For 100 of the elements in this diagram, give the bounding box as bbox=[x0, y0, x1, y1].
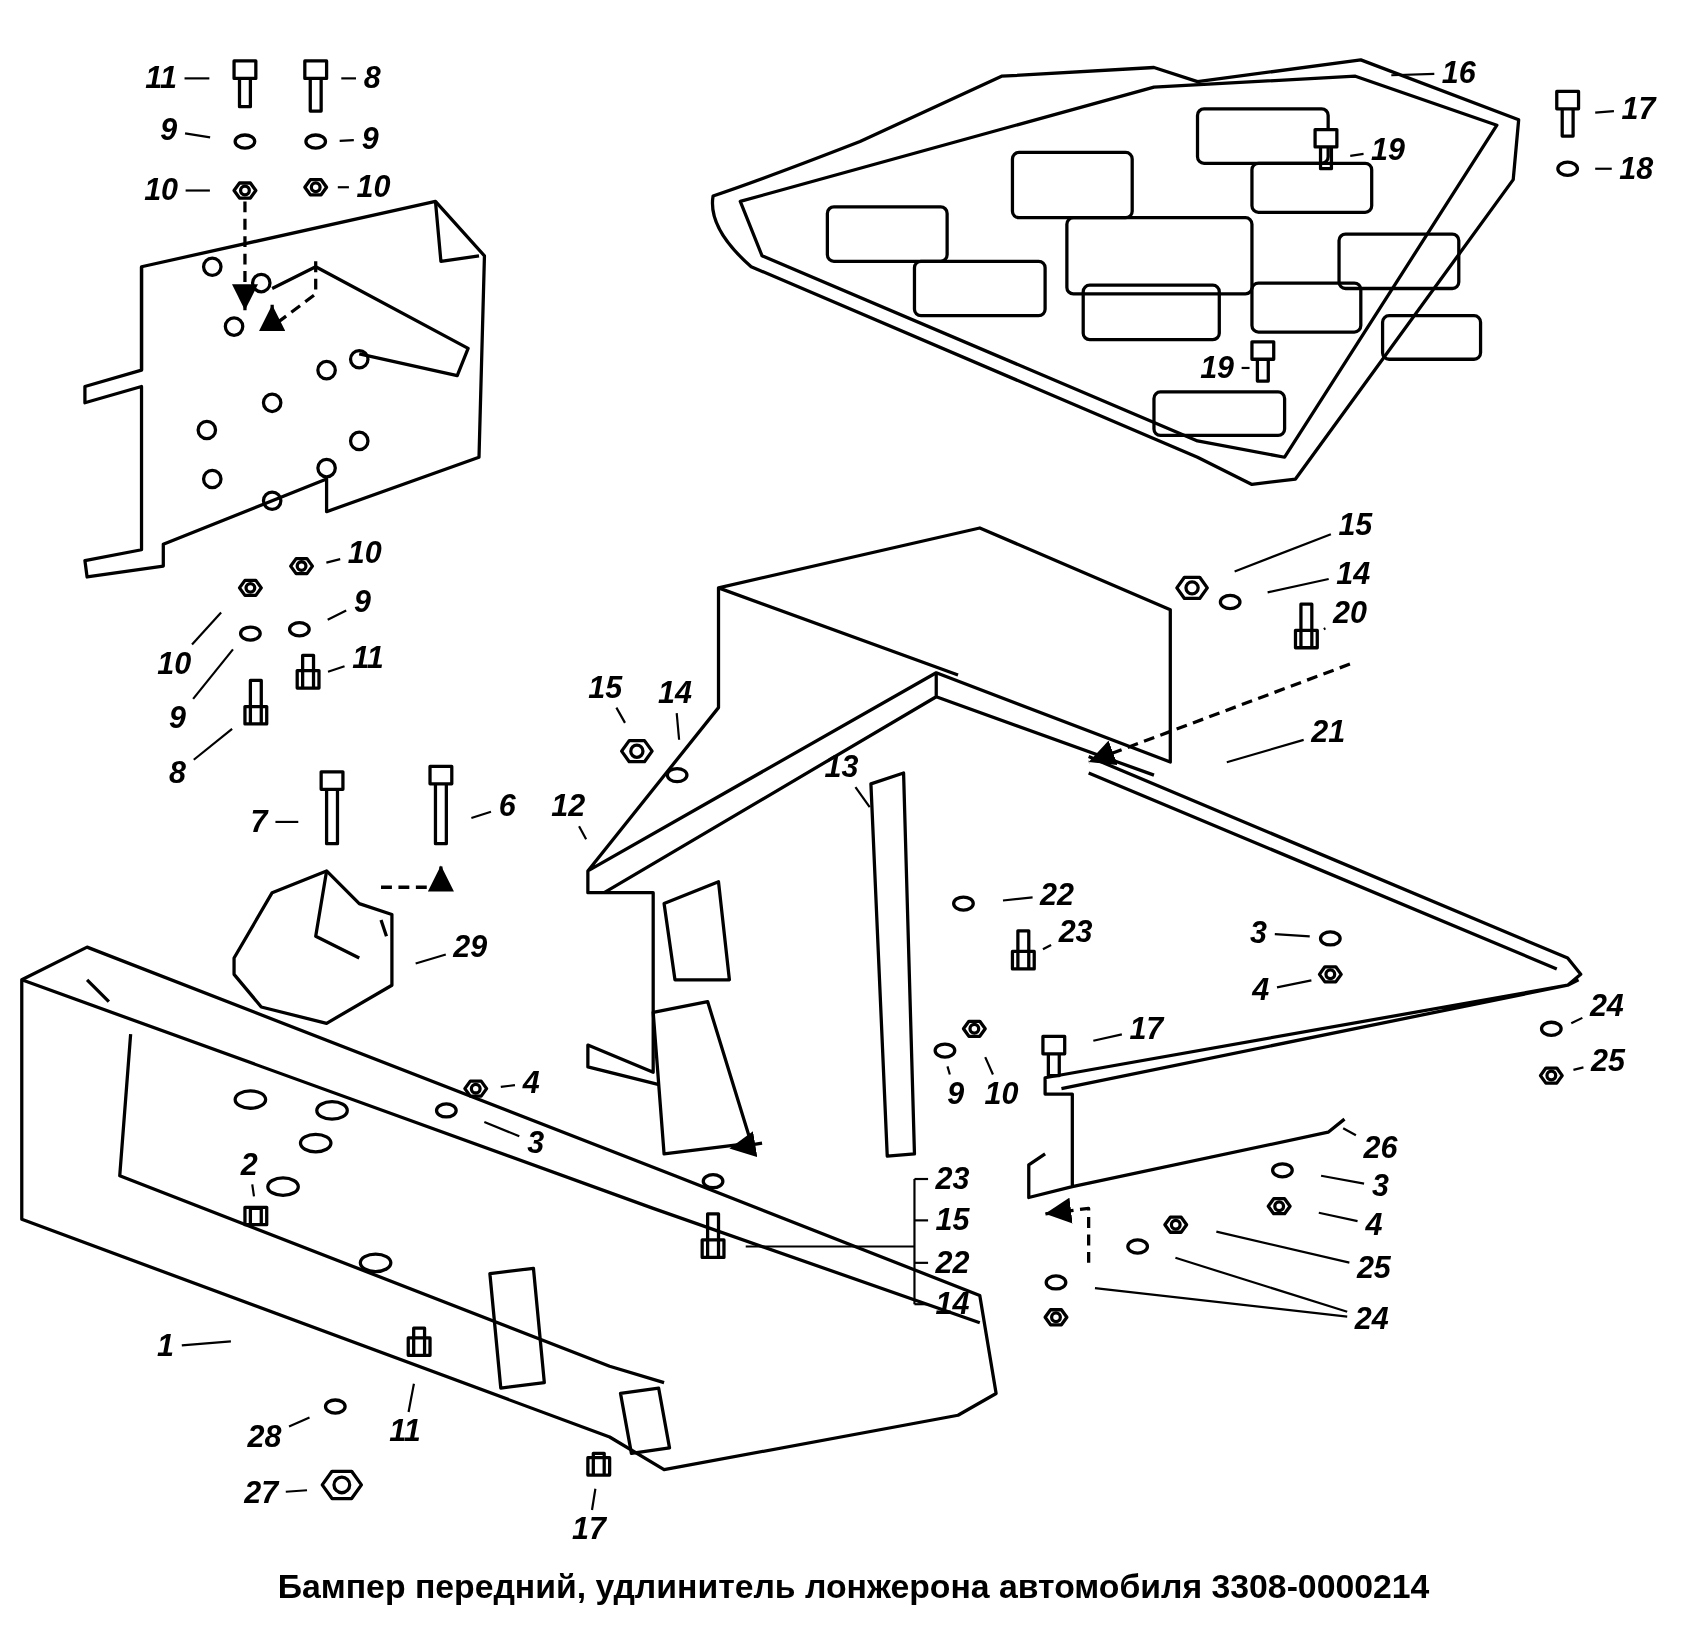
leader-line bbox=[1342, 1127, 1357, 1137]
leader-line bbox=[339, 139, 354, 142]
leader-line bbox=[1002, 896, 1033, 902]
callout-number: 26 bbox=[1363, 1132, 1398, 1165]
callout-number: 27 bbox=[244, 1477, 279, 1510]
callout-number: 10 bbox=[157, 647, 192, 681]
leader-line bbox=[1318, 1211, 1358, 1223]
leader-line bbox=[1042, 944, 1052, 951]
leader-line bbox=[1320, 1174, 1365, 1185]
leader-line bbox=[615, 707, 626, 724]
leader-line bbox=[854, 786, 871, 808]
leader-line bbox=[914, 1261, 929, 1264]
caption: Бампер передний, удлинитель лонжерона автомобиля 3308-0000214 bbox=[276, 1567, 1431, 1607]
callout-number: 17 bbox=[572, 1513, 606, 1546]
leader-line bbox=[185, 189, 210, 192]
leader-line bbox=[184, 77, 210, 80]
callout-number: 10 bbox=[144, 174, 179, 207]
callout-number: 9 bbox=[361, 123, 379, 156]
callout-number: 10 bbox=[984, 1077, 1019, 1111]
callout-number: 14 bbox=[658, 677, 692, 710]
leader-line bbox=[1175, 1256, 1348, 1313]
leader-line bbox=[407, 1383, 415, 1413]
leader-line bbox=[1391, 72, 1435, 77]
leader-line bbox=[483, 1120, 520, 1138]
leader-line bbox=[984, 1056, 994, 1075]
leader-line bbox=[1241, 366, 1250, 370]
callout-number: 22 bbox=[935, 1246, 970, 1280]
leader-line bbox=[914, 1219, 929, 1222]
leader-line bbox=[1267, 578, 1329, 594]
callout-number: 9 bbox=[354, 585, 371, 619]
callout-number: 23 bbox=[935, 1162, 970, 1196]
leader-line bbox=[675, 712, 681, 740]
leader-line bbox=[744, 1177, 916, 1306]
callout-number: 1 bbox=[157, 1330, 174, 1363]
callout-number: 9 bbox=[168, 702, 186, 735]
leader-line bbox=[288, 1416, 310, 1428]
callout-number: 22 bbox=[1040, 878, 1075, 912]
leader-line bbox=[914, 1303, 929, 1306]
callout-number: 29 bbox=[453, 930, 488, 964]
leader-line bbox=[285, 1489, 308, 1493]
leader-line bbox=[1216, 1230, 1350, 1264]
callout-number: 25 bbox=[1591, 1045, 1625, 1078]
leader-line bbox=[1350, 152, 1364, 157]
leader-line bbox=[326, 558, 341, 564]
callout-number: 8 bbox=[363, 62, 381, 95]
leader-line bbox=[181, 1340, 231, 1347]
leader-line bbox=[341, 77, 356, 80]
leader-line bbox=[327, 609, 347, 621]
callout-number: 3 bbox=[1371, 1170, 1389, 1203]
callout-number: 24 bbox=[1354, 1303, 1389, 1336]
callout-number: 15 bbox=[935, 1204, 970, 1237]
callout-number: 23 bbox=[1058, 915, 1093, 949]
callout-number: 4 bbox=[1252, 974, 1270, 1007]
callout-number: 20 bbox=[1332, 596, 1367, 630]
leader-line bbox=[471, 810, 492, 820]
leader-line bbox=[192, 648, 234, 700]
leader-line bbox=[1570, 1016, 1583, 1025]
leader-line bbox=[275, 820, 299, 823]
callout-number: 9 bbox=[947, 1077, 965, 1111]
leader-line bbox=[946, 1066, 951, 1075]
leader-line bbox=[1093, 1033, 1123, 1042]
callout-number: 10 bbox=[347, 536, 382, 570]
leader-line bbox=[1234, 533, 1332, 573]
leader-line bbox=[1323, 627, 1326, 631]
callout-number: 4 bbox=[1365, 1208, 1383, 1242]
callout-number: 9 bbox=[160, 114, 178, 147]
callout-number: 17 bbox=[1129, 1012, 1164, 1046]
callout-number: 16 bbox=[1441, 56, 1476, 90]
callout-number: 19 bbox=[1200, 351, 1235, 385]
callout-number: 11 bbox=[145, 62, 177, 95]
leader-line bbox=[193, 728, 233, 761]
callout-number: 17 bbox=[1621, 92, 1656, 126]
leader-line bbox=[1573, 1066, 1584, 1071]
callout-number: 11 bbox=[352, 642, 384, 675]
callout-number: 3 bbox=[527, 1126, 545, 1160]
callout-number: 21 bbox=[1311, 716, 1346, 749]
callout-number: 7 bbox=[250, 805, 268, 839]
leader-line bbox=[1226, 738, 1304, 764]
callout-number: 3 bbox=[1250, 916, 1267, 950]
callout-number: 6 bbox=[498, 790, 516, 823]
leader-line bbox=[184, 132, 211, 139]
callout-number: 8 bbox=[168, 756, 186, 790]
callout-number: 11 bbox=[389, 1415, 421, 1448]
leader-line bbox=[914, 1177, 929, 1181]
leader-line bbox=[1274, 932, 1310, 938]
callout-number: 25 bbox=[1356, 1251, 1391, 1285]
leader-line bbox=[251, 1184, 256, 1197]
leader-line bbox=[1276, 979, 1312, 989]
leader-line bbox=[337, 186, 349, 189]
leader-line bbox=[590, 1488, 597, 1511]
leader-line bbox=[327, 665, 345, 673]
leader-line bbox=[578, 825, 588, 840]
callout-number: 14 bbox=[1336, 557, 1371, 591]
leader-line bbox=[1595, 167, 1612, 170]
leader-line bbox=[191, 611, 222, 646]
callout-number: 15 bbox=[588, 671, 623, 705]
callout-number: 18 bbox=[1619, 152, 1654, 186]
leader-line bbox=[500, 1084, 516, 1088]
callout-number: 2 bbox=[240, 1148, 258, 1182]
leader-line bbox=[1094, 1287, 1348, 1318]
